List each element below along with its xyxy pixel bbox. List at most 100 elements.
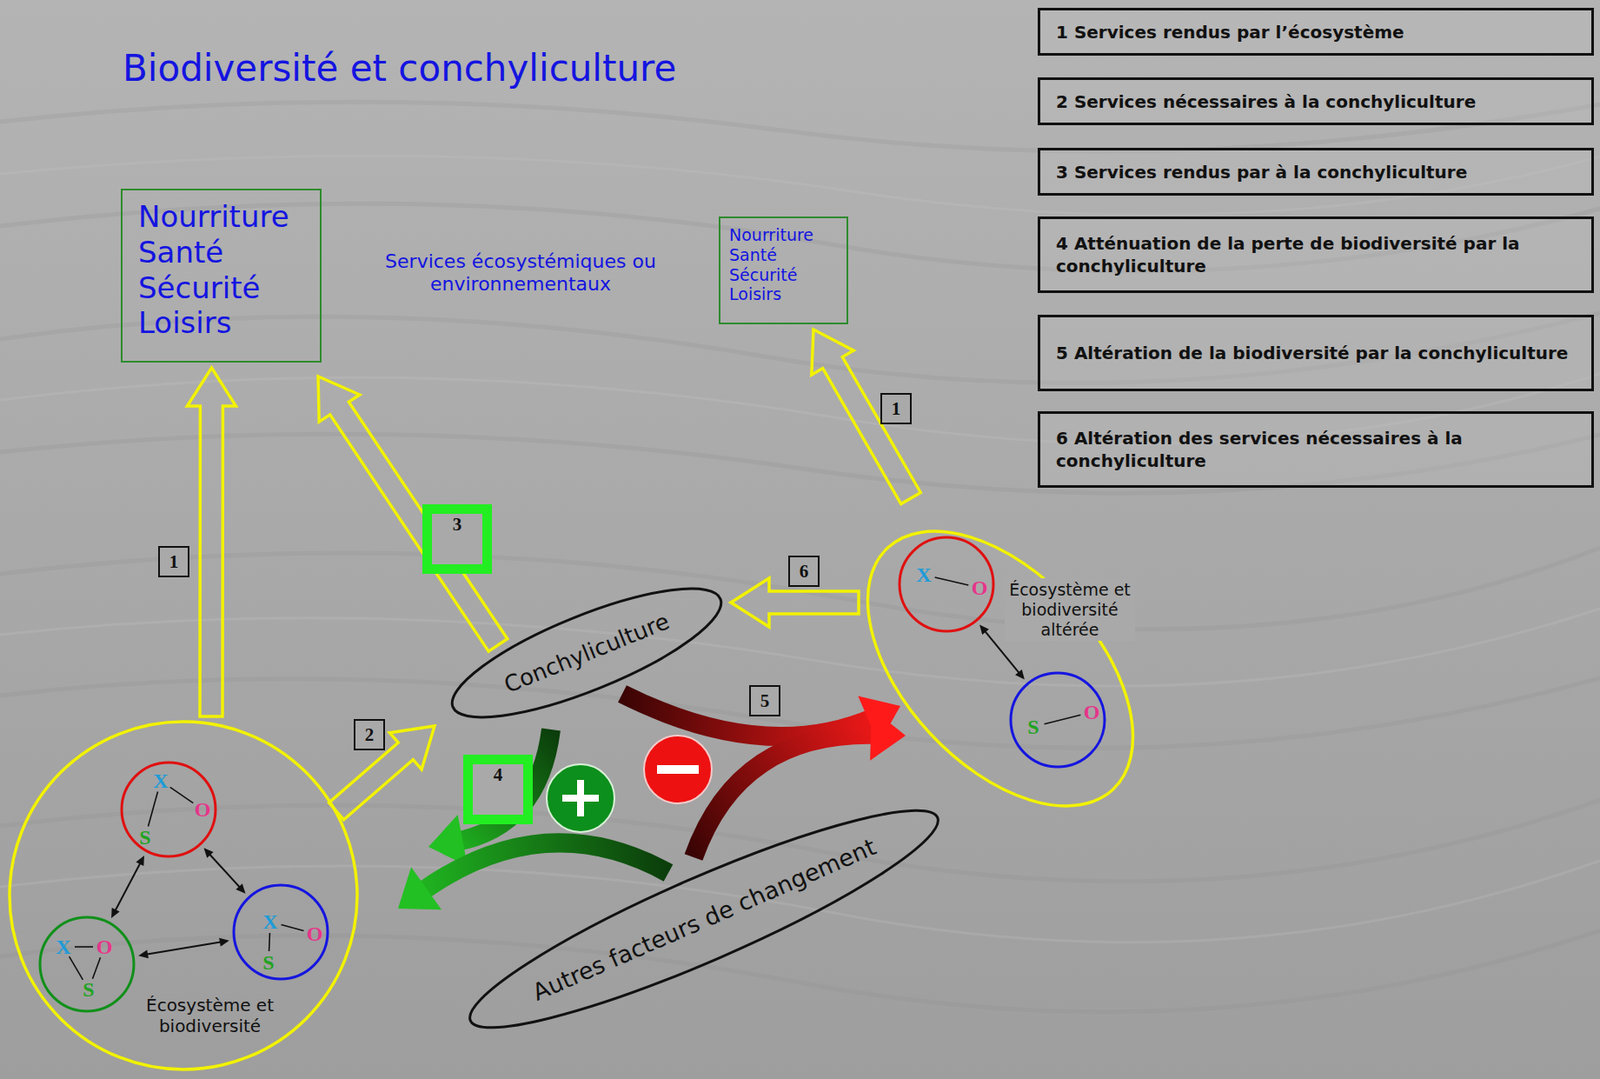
key-box: 1 Services rendus par l’écosystème: [1037, 7, 1594, 56]
hollow-arrow: [186, 367, 236, 717]
species-circle: SO: [1009, 670, 1107, 769]
link-line: [208, 853, 240, 888]
service-item: Nourriture: [729, 225, 838, 246]
ellipse-outline: [438, 564, 735, 742]
arrow-head: [398, 866, 442, 910]
species-letter: O: [306, 922, 324, 944]
factor-ellipse: Conchyliculture: [436, 561, 737, 744]
circle-outline: [39, 916, 134, 1011]
connector: [811, 329, 922, 505]
region-label: Écosystème et biodiversité: [133, 994, 286, 1036]
callout-number: 4: [493, 765, 504, 784]
diagram-title: Biodiversité et conchyliculture: [122, 46, 677, 90]
connector: [398, 842, 669, 910]
circle-outline: [899, 537, 994, 631]
interaction-line: [170, 786, 194, 803]
callout-frame-green: 4: [463, 754, 533, 824]
connector: [318, 376, 508, 651]
callout-number: 1: [891, 399, 902, 419]
arrow-head: [111, 907, 120, 918]
region-outline: [9, 721, 358, 1069]
species-letter: O: [1083, 701, 1101, 723]
curved-arrow: [455, 729, 552, 842]
ellipse-label: Conchyliculture: [500, 607, 673, 698]
services-box: NourritureSantéSécuritéLoisirs: [120, 188, 322, 363]
minus-sign: [657, 764, 699, 774]
curved-arrow: [420, 842, 669, 892]
service-item: Santé: [138, 234, 305, 271]
key-box: 6 Altération des services nécessaires à …: [1037, 411, 1594, 488]
link-line: [114, 862, 141, 911]
service-item: Loisirs: [138, 305, 305, 341]
service-item: Sécurité: [138, 270, 305, 306]
callout-frame: 2: [353, 718, 386, 751]
species-letter: O: [194, 798, 212, 820]
species-circle: XOS: [232, 882, 330, 981]
species-letter: S: [82, 978, 94, 1000]
key-text: 6 Altération des services nécessaires à …: [1055, 426, 1576, 472]
circle-outline: [1010, 672, 1105, 767]
species-circle: X O S: [119, 760, 218, 858]
link-line: [146, 941, 222, 954]
key-text: 4 Atténuation de la perte de biodiversit…: [1055, 232, 1576, 278]
region-label: Écosystème et biodiversité altérée: [1004, 577, 1136, 641]
service-item: Loisirs: [729, 284, 838, 305]
key-text: 5 Altération de la biodiversité par la c…: [1055, 341, 1568, 365]
region-outline: [817, 482, 1183, 855]
species-letter: O: [96, 936, 113, 957]
arrow-head: [869, 708, 906, 761]
arrow-head: [219, 937, 230, 947]
species-letter: O: [971, 577, 989, 598]
key-text: 1 Services rendus par l’écosystème: [1055, 20, 1405, 44]
sand-ripples: [0, 155, 1600, 943]
interaction-line: [74, 945, 93, 948]
arrow-head: [135, 855, 145, 866]
species-letter: S: [262, 951, 274, 973]
species-letter: S: [139, 826, 151, 848]
circle-outline: [233, 884, 328, 979]
services-box: NourritureSantéSécuritéLoisirs: [718, 216, 849, 325]
circle-outline: [121, 762, 216, 857]
connector: [186, 367, 236, 717]
service-item: Sécurité: [729, 265, 838, 286]
interaction-line: [147, 791, 158, 827]
callout-frame-green: 3: [422, 504, 492, 574]
interaction-line: [69, 956, 84, 980]
species-letter: S: [1027, 716, 1039, 737]
ecosystem-circle: Écosystème et biodiversitéXOSXOSXOS: [7, 719, 359, 1071]
callout-number: 6: [799, 562, 810, 581]
outline: [865, 520, 1136, 817]
species-letter: X: [55, 936, 71, 957]
connector: [204, 847, 246, 893]
interaction-line: [1044, 714, 1082, 724]
callout-frame: 1: [158, 545, 190, 578]
ellipse-label: Autres facteurs de changement: [528, 832, 880, 1006]
callout-frame: 6: [788, 555, 820, 587]
service-item: Santé: [729, 245, 838, 266]
callout-number: 5: [760, 691, 771, 711]
arrow-head: [235, 882, 246, 893]
sand-ripples: [0, 101, 1600, 1011]
species-circle: X OS: [38, 915, 136, 1013]
species-circle: XO: [897, 535, 996, 633]
curved-arrow: [693, 734, 878, 857]
hollow-arrow: [811, 329, 922, 505]
callout-frame: 5: [749, 684, 781, 717]
species-letter: X: [152, 770, 168, 791]
key-box: 4 Atténuation de la perte de biodiversit…: [1037, 216, 1594, 293]
callout-number: 1: [169, 552, 180, 571]
key-text: 3 Services rendus par à la conchylicultu…: [1055, 160, 1468, 184]
interaction-line: [92, 956, 100, 979]
hollow-arrow: [318, 376, 508, 651]
key-text: 2 Services nécessaires à la conchylicult…: [1055, 90, 1476, 113]
key-box: 5 Altération de la biodiversité par la c…: [1037, 314, 1594, 392]
interaction-line: [935, 577, 970, 585]
plus-sign: [546, 763, 615, 832]
minus-sign: [643, 735, 712, 804]
arrow-head: [204, 847, 214, 858]
connector: [111, 855, 145, 918]
key-box: 3 Services rendus par à la conchylicultu…: [1037, 147, 1594, 196]
callout-number: 3: [452, 515, 463, 534]
